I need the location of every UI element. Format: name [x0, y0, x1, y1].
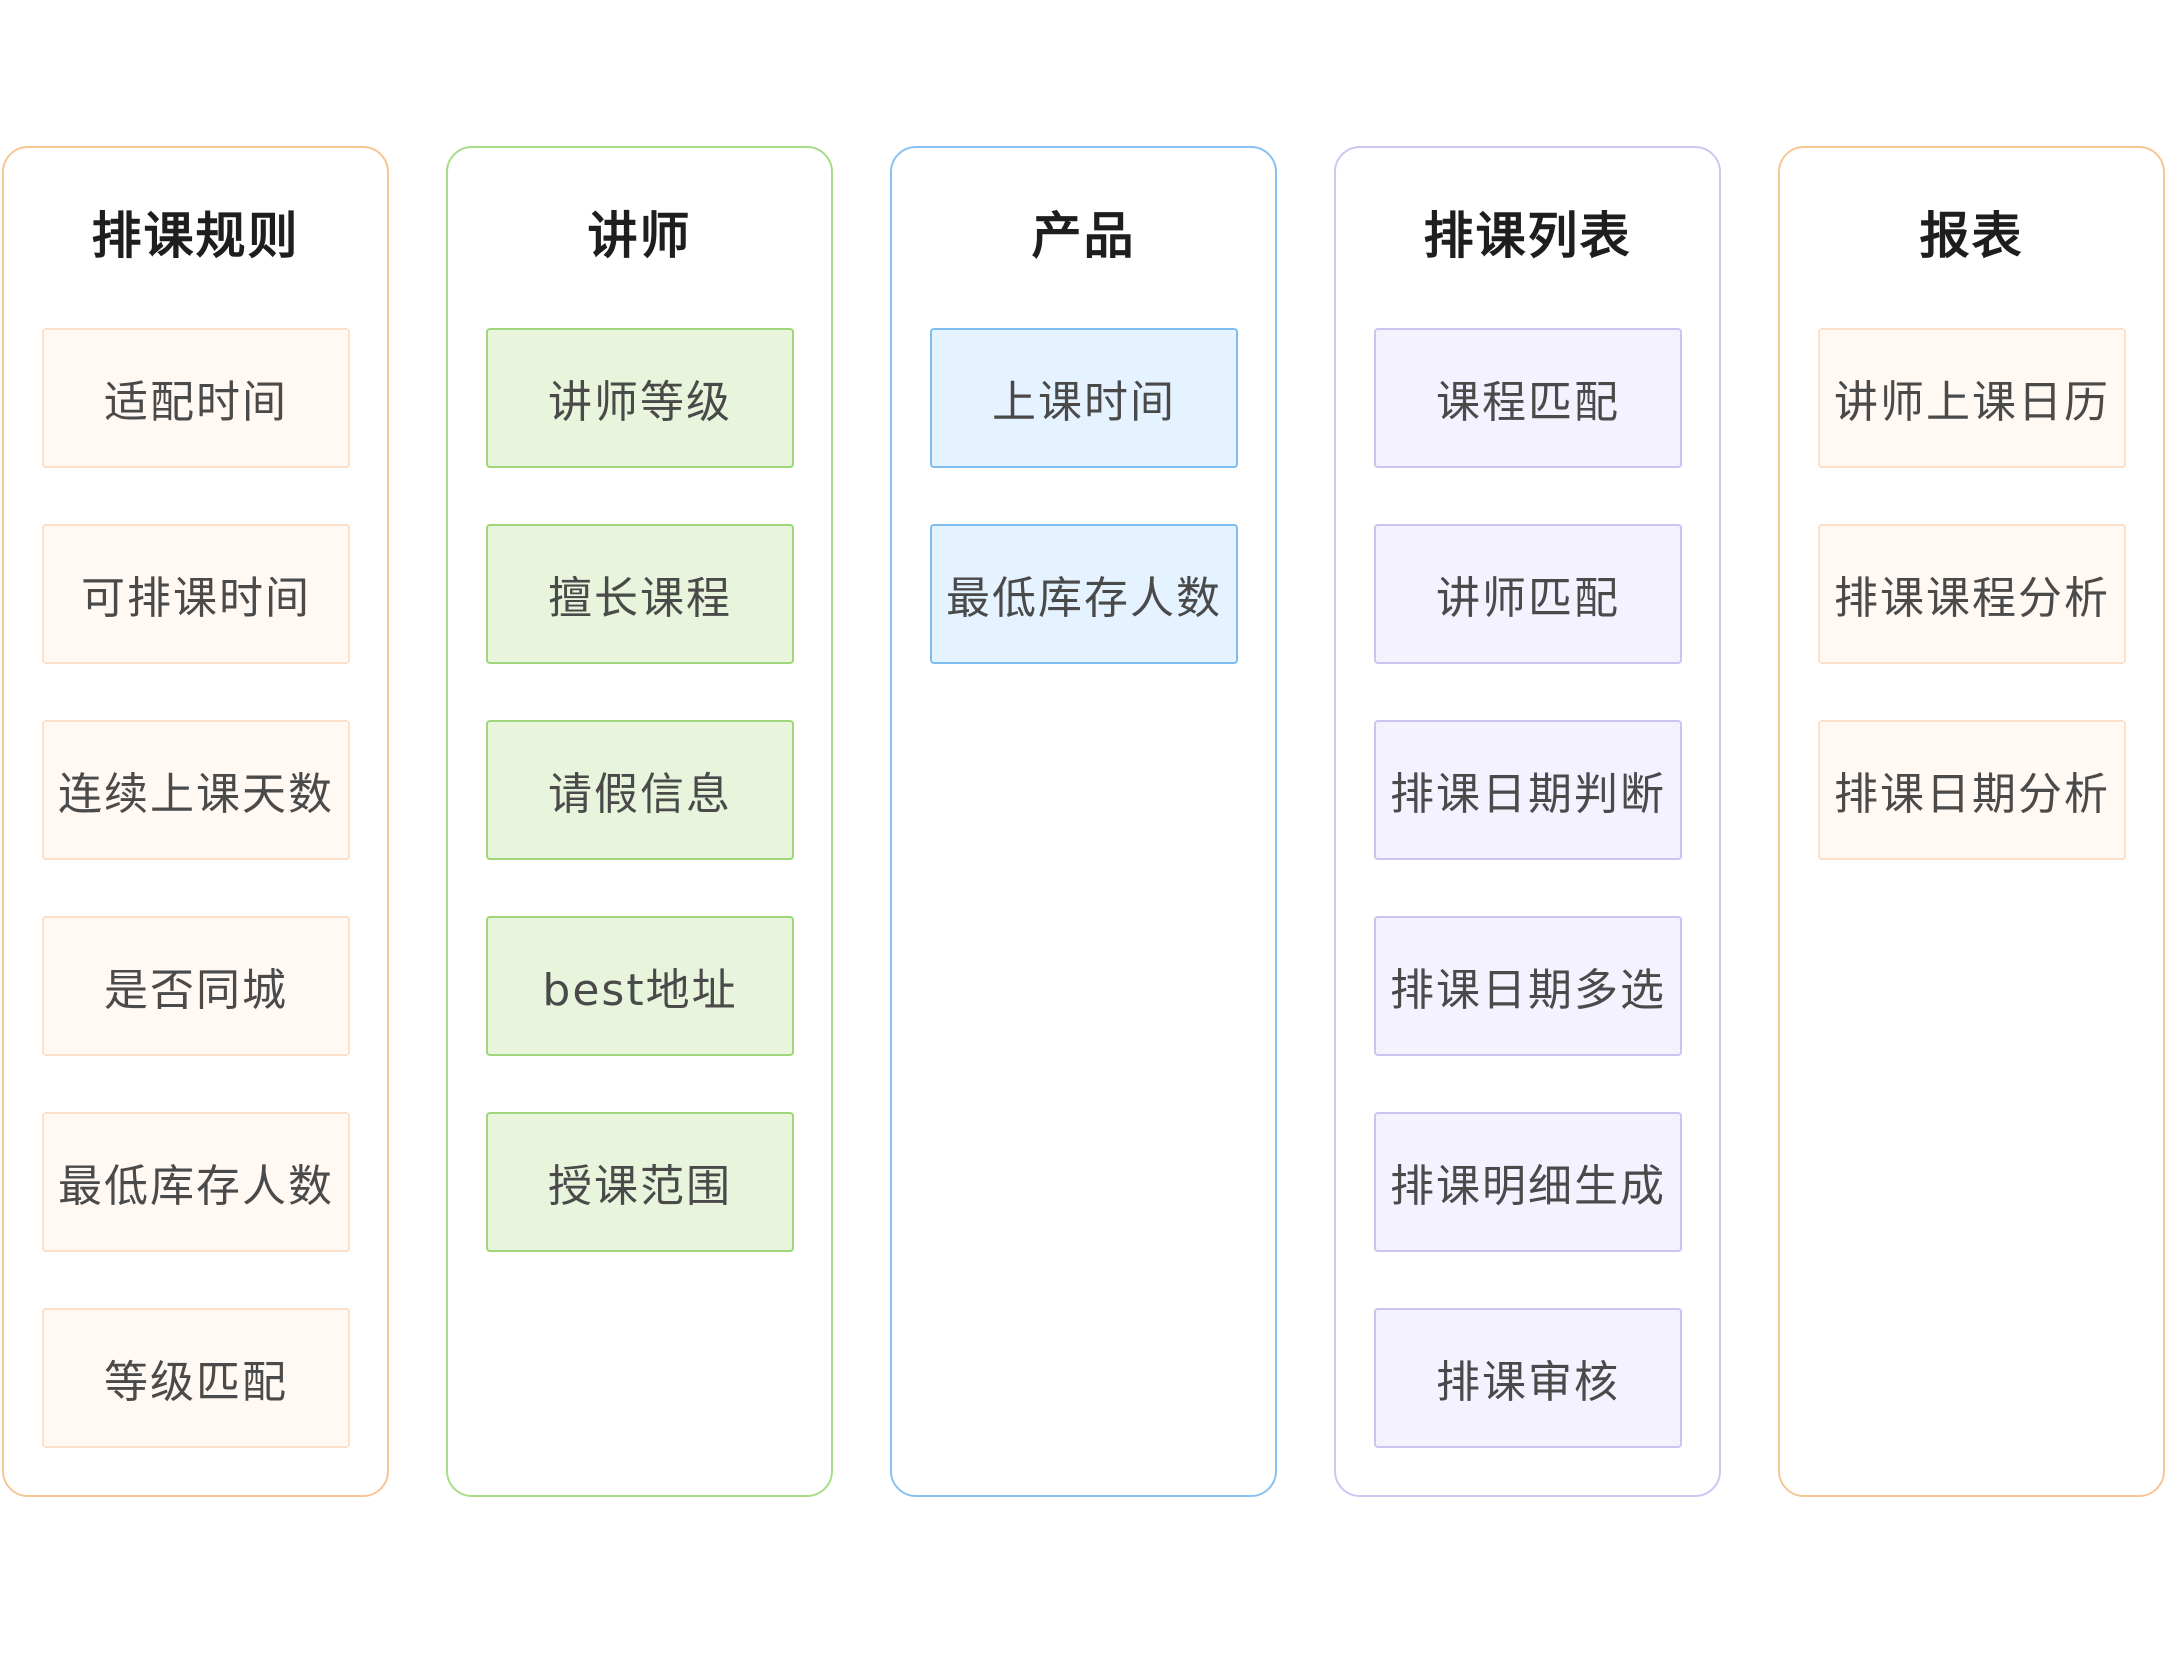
item-card[interactable]: 排课课程分析 — [1818, 524, 2126, 664]
item-card[interactable]: best地址 — [486, 916, 794, 1056]
module-board: 排课规则 适配时间 可排课时间 连续上课天数 是否同城 最低库存人数 等级匹配 … — [0, 146, 2167, 1500]
item-card[interactable]: 连续上课天数 — [42, 720, 350, 860]
column-title: 产品 — [1031, 207, 1136, 265]
item-card[interactable]: 是否同城 — [42, 916, 350, 1056]
column-title: 排课规则 — [91, 207, 300, 265]
item-card[interactable]: 排课日期分析 — [1818, 720, 2126, 860]
column-reports: 报表 讲师上课日历 排课课程分析 排课日期分析 — [1778, 146, 2165, 1497]
column-schedule-list: 排课列表 课程匹配 讲师匹配 排课日期判断 排课日期多选 排课明细生成 排课审核 — [1334, 146, 1721, 1497]
item-card[interactable]: 讲师匹配 — [1374, 524, 1682, 664]
item-card[interactable]: 课程匹配 — [1374, 328, 1682, 468]
column-items: 讲师上课日历 排课课程分析 排课日期分析 — [1818, 328, 2126, 916]
item-card[interactable]: 讲师上课日历 — [1818, 328, 2126, 468]
column-title: 排课列表 — [1423, 207, 1632, 265]
item-card[interactable]: 排课审核 — [1374, 1308, 1682, 1448]
item-card[interactable]: 排课日期多选 — [1374, 916, 1682, 1056]
item-card[interactable]: 排课日期判断 — [1374, 720, 1682, 860]
item-card[interactable]: 授课范围 — [486, 1112, 794, 1252]
column-items: 上课时间 最低库存人数 — [930, 328, 1238, 720]
column-items: 适配时间 可排课时间 连续上课天数 是否同城 最低库存人数 等级匹配 — [42, 328, 350, 1504]
column-product: 产品 上课时间 最低库存人数 — [890, 146, 1277, 1497]
item-card[interactable]: 上课时间 — [930, 328, 1238, 468]
item-card[interactable]: 最低库存人数 — [42, 1112, 350, 1252]
column-items: 讲师等级 擅长课程 请假信息 best地址 授课范围 — [486, 328, 794, 1308]
item-card[interactable]: 等级匹配 — [42, 1308, 350, 1448]
item-card[interactable]: 擅长课程 — [486, 524, 794, 664]
item-card[interactable]: 适配时间 — [42, 328, 350, 468]
item-card[interactable]: 最低库存人数 — [930, 524, 1238, 664]
column-title: 报表 — [1919, 207, 2024, 265]
column-instructor: 讲师 讲师等级 擅长课程 请假信息 best地址 授课范围 — [446, 146, 833, 1497]
item-card[interactable]: 讲师等级 — [486, 328, 794, 468]
item-card[interactable]: 可排课时间 — [42, 524, 350, 664]
column-scheduling-rules: 排课规则 适配时间 可排课时间 连续上课天数 是否同城 最低库存人数 等级匹配 — [2, 146, 389, 1497]
item-card[interactable]: 排课明细生成 — [1374, 1112, 1682, 1252]
column-items: 课程匹配 讲师匹配 排课日期判断 排课日期多选 排课明细生成 排课审核 — [1374, 328, 1682, 1504]
item-card[interactable]: 请假信息 — [486, 720, 794, 860]
column-title: 讲师 — [587, 207, 692, 265]
